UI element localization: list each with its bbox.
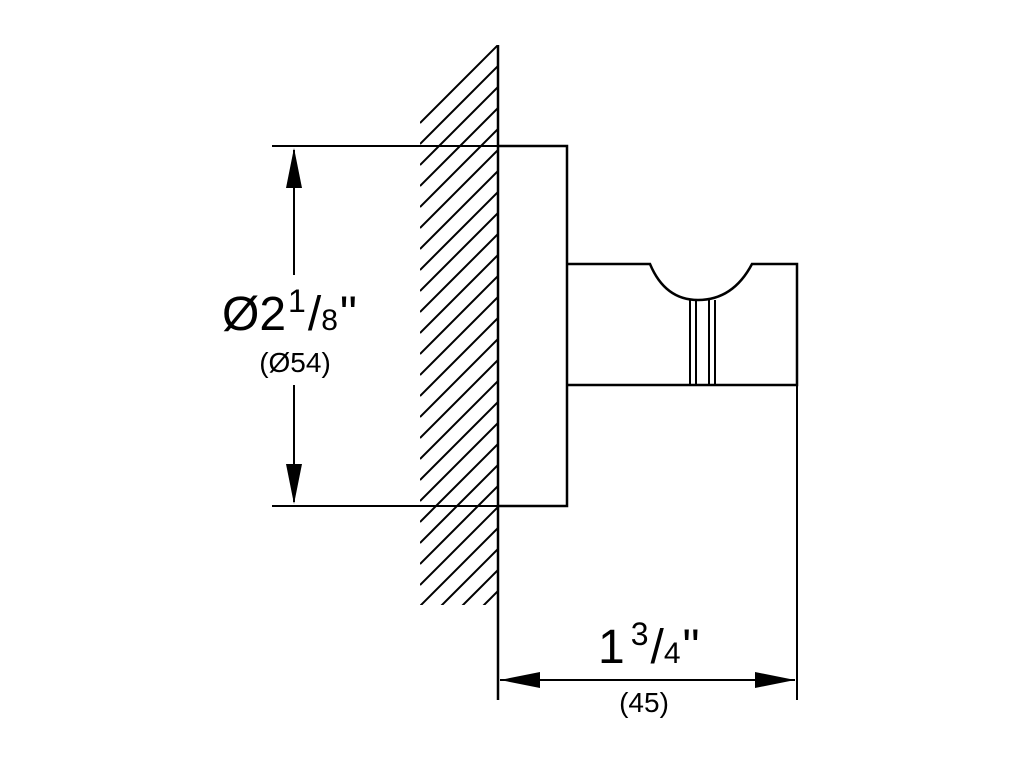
hatch-line bbox=[420, 296, 498, 376]
depth-whole: 1 bbox=[598, 621, 625, 674]
hatch-line bbox=[420, 65, 498, 145]
hatch-line bbox=[440, 548, 498, 605]
diameter-metric-label: (Ø54) bbox=[259, 347, 331, 378]
depth-inch-mark: " bbox=[683, 621, 700, 674]
hatch-line bbox=[420, 359, 498, 439]
hatch-line bbox=[420, 233, 498, 313]
hatch-line bbox=[461, 569, 498, 605]
hatch-line bbox=[420, 191, 498, 271]
hatch-line bbox=[420, 633, 498, 711]
hatch-line bbox=[420, 485, 498, 565]
wall-hatching bbox=[420, 45, 498, 768]
hatch-line bbox=[420, 149, 498, 229]
diameter-numerator: 1 bbox=[288, 283, 306, 319]
arrow-left-head bbox=[500, 672, 540, 688]
hatch-line bbox=[420, 275, 498, 355]
hatch-line bbox=[420, 254, 498, 334]
hatch-line bbox=[420, 443, 498, 523]
depth-metric-label: (45) bbox=[619, 687, 669, 718]
hatch-line bbox=[420, 422, 498, 502]
diameter-label: Ø21/8" bbox=[222, 283, 357, 341]
arrow-up-head bbox=[286, 148, 302, 188]
hatch-line bbox=[420, 170, 498, 250]
depth-denominator: 4 bbox=[664, 637, 681, 670]
diameter-symbol: Ø bbox=[222, 288, 259, 341]
diameter-inch-mark: " bbox=[340, 288, 357, 341]
hatch-line bbox=[420, 338, 498, 418]
hatch-line bbox=[420, 612, 498, 690]
depth-slash: / bbox=[651, 621, 665, 674]
hatch-line bbox=[420, 696, 498, 768]
hatch-line bbox=[420, 45, 498, 124]
hatch-line bbox=[420, 675, 498, 753]
hatch-line bbox=[420, 401, 498, 481]
hatch-line bbox=[420, 128, 498, 208]
hatch-line bbox=[482, 590, 498, 605]
diameter-whole: 2 bbox=[259, 288, 286, 341]
hatch-line bbox=[420, 654, 498, 732]
hatch-line bbox=[420, 212, 498, 292]
hatch-line bbox=[420, 506, 498, 586]
hatch-line bbox=[420, 464, 498, 544]
hatch-line bbox=[420, 86, 498, 166]
arrow-right-head bbox=[755, 672, 795, 688]
depth-numerator: 3 bbox=[631, 616, 649, 652]
hatch-line bbox=[420, 380, 498, 460]
hook-body-outline bbox=[567, 262, 799, 387]
hatch-line bbox=[420, 317, 498, 397]
hatch-line bbox=[420, 527, 498, 605]
diameter-denominator: 8 bbox=[321, 304, 338, 337]
diameter-slash: / bbox=[308, 288, 322, 341]
arrow-down-head bbox=[286, 464, 302, 504]
mounting-plate-outline bbox=[498, 144, 569, 508]
